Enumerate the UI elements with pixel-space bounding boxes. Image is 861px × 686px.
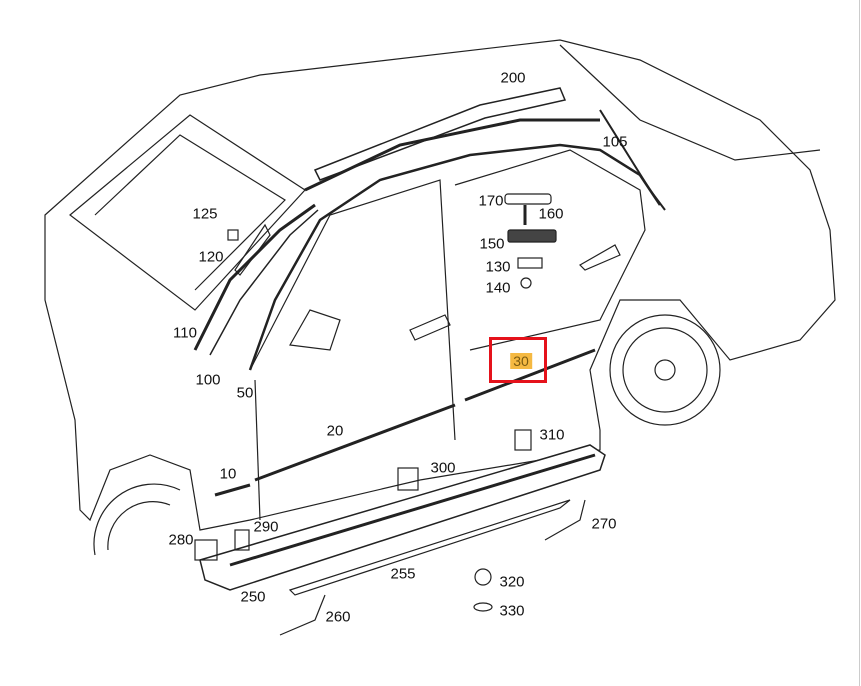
moulding-10 xyxy=(214,483,251,497)
part-label-150[interactable]: 150 xyxy=(479,235,505,253)
part-label-170[interactable]: 170 xyxy=(478,192,504,210)
part-label-10[interactable]: 10 xyxy=(219,465,237,483)
moulding-20 xyxy=(254,403,456,482)
car-body-outline xyxy=(44,39,836,531)
part-label-160[interactable]: 160 xyxy=(538,205,564,223)
part-label-30-selected[interactable]: 30 xyxy=(510,353,532,369)
part-label-130[interactable]: 130 xyxy=(485,258,511,276)
part-label-140[interactable]: 140 xyxy=(485,279,511,297)
scrollbar-edge xyxy=(859,0,860,686)
part-label-100[interactable]: 100 xyxy=(195,371,221,389)
part-label-260[interactable]: 260 xyxy=(325,608,351,626)
part-label-280[interactable]: 280 xyxy=(168,531,194,549)
part-label-200[interactable]: 200 xyxy=(500,69,526,87)
selected-part-highlight xyxy=(489,337,547,383)
part-label-120[interactable]: 120 xyxy=(198,248,224,266)
part-label-290[interactable]: 290 xyxy=(253,518,279,536)
rear-wheel xyxy=(609,314,721,426)
front-wheel xyxy=(93,483,181,556)
part-label-105[interactable]: 105 xyxy=(602,133,628,151)
part-label-20[interactable]: 20 xyxy=(326,422,344,440)
part-label-125[interactable]: 125 xyxy=(192,205,218,223)
part-label-300[interactable]: 300 xyxy=(430,459,456,477)
part-label-270[interactable]: 270 xyxy=(591,515,617,533)
part-label-255[interactable]: 255 xyxy=(390,565,416,583)
part-label-110[interactable]: 110 xyxy=(173,324,197,342)
part-label-310[interactable]: 310 xyxy=(539,426,565,444)
part-label-330[interactable]: 330 xyxy=(499,602,525,620)
part-label-50[interactable]: 50 xyxy=(236,384,254,402)
part-label-320[interactable]: 320 xyxy=(499,573,525,591)
part-label-250[interactable]: 250 xyxy=(240,588,266,606)
moulding-30 xyxy=(464,348,596,402)
